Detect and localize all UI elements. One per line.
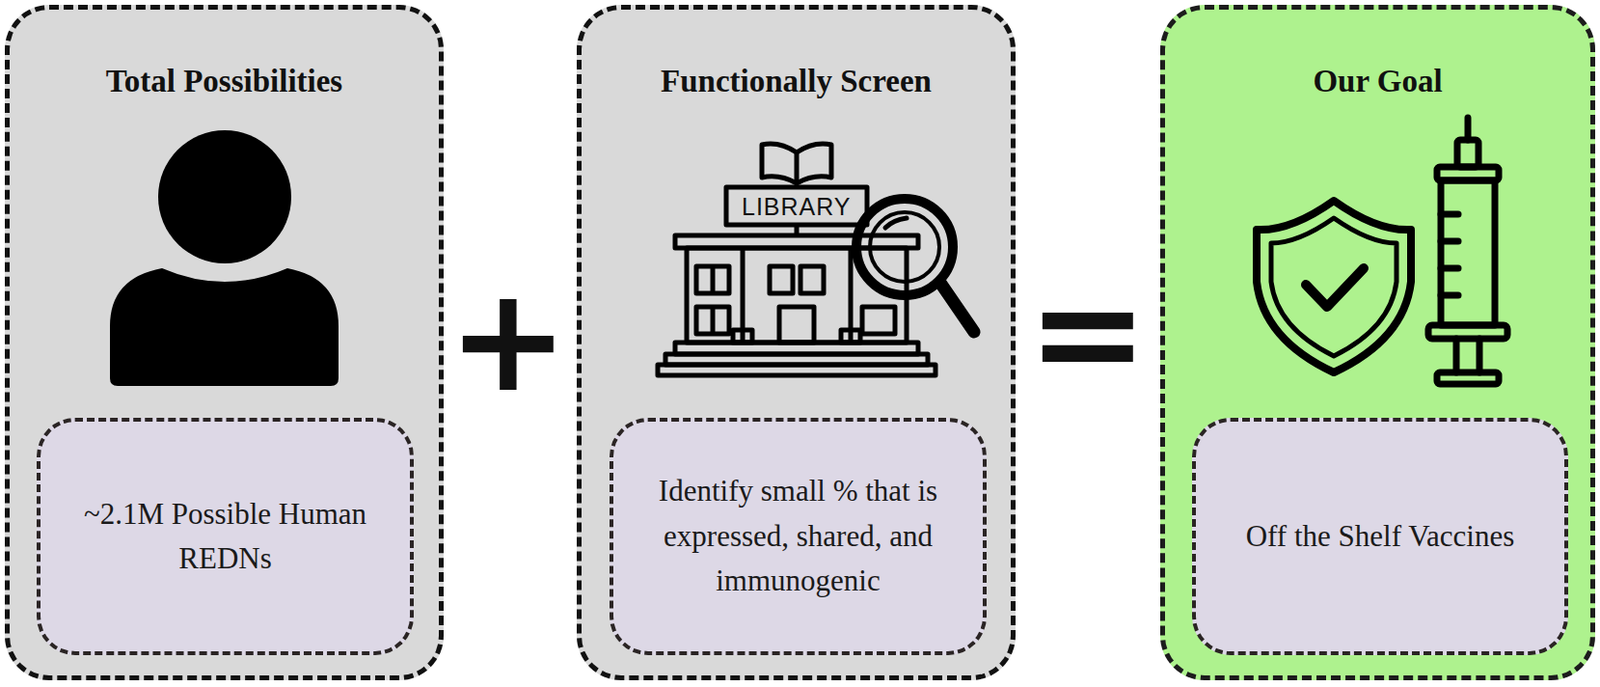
panel-heading: Our Goal — [1165, 63, 1591, 99]
library-icon — [657, 143, 936, 376]
panel-heading: Total Possibilities — [9, 63, 439, 99]
magnifier-icon — [856, 198, 975, 332]
description-text: Identify small % that is expressed, shar… — [651, 468, 945, 604]
equals-sign: = — [1027, 260, 1149, 406]
person-icon — [109, 130, 339, 386]
description-text: ~2.1M Possible Human REDNs — [79, 491, 372, 582]
description-box: Off the Shelf Vaccines — [1192, 417, 1569, 655]
description-box: Identify small % that is expressed, shar… — [609, 417, 987, 655]
panel-heading: Functionally Screen — [581, 63, 1011, 99]
plus-sign: + — [447, 267, 570, 412]
sign-text: LIBRARY — [741, 194, 852, 219]
description-box: ~2.1M Possible Human REDNs — [36, 417, 414, 655]
shield-icon — [1256, 200, 1411, 373]
description-text: Off the Shelf Vaccines — [1246, 514, 1516, 560]
syringe-icon — [1428, 117, 1508, 384]
